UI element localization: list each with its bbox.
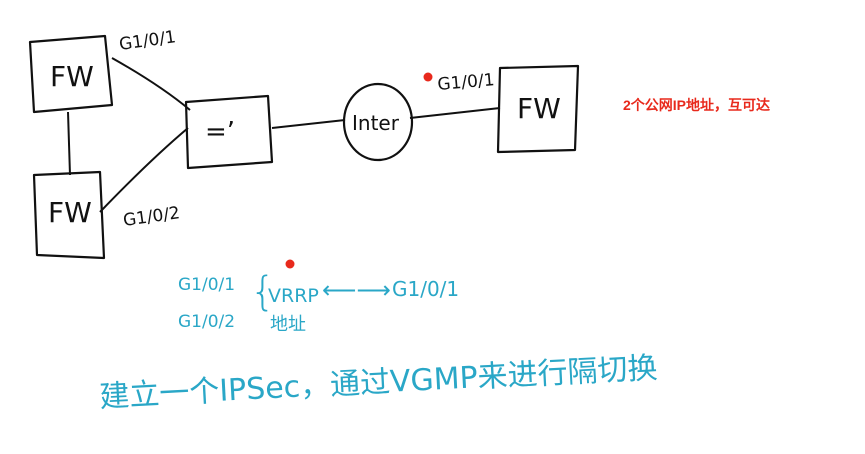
fw-right-label: FW: [517, 92, 561, 125]
internet-label: Inter: [352, 111, 400, 135]
note-vrrp: VRRP: [268, 285, 319, 307]
fw-bottom-left-node: FW: [32, 170, 106, 260]
fw-heartbeat-link: [67, 111, 71, 176]
fw-bottom-left-label: FW: [48, 196, 92, 229]
switch-label: =’: [205, 117, 235, 147]
red-dot-marker: [423, 72, 433, 82]
fw-top-left-node: FW: [28, 34, 114, 114]
note-brace: {: [250, 269, 275, 315]
switch-node: =’: [184, 94, 274, 170]
link-top-fw-switch: [111, 57, 191, 111]
red-dot-marker: [285, 259, 295, 269]
note-line1-right: G1/0/1: [392, 277, 459, 301]
note-line2-left: G1/0/2: [178, 312, 235, 332]
port-label-right: G1/0/1: [437, 70, 496, 95]
internet-node: Inter: [342, 82, 414, 162]
fw-right-node: FW: [496, 64, 580, 154]
note-arrow: ⟵⟶: [322, 276, 391, 304]
fw-top-left-label: FW: [50, 60, 94, 93]
annotation-text: 2个公网IP地址，互可达: [623, 97, 771, 113]
port-label-top-left: G1/0/1: [118, 27, 177, 55]
port-label-bottom-left: G1/0/2: [122, 203, 181, 231]
link-internet-fw-right: [409, 107, 501, 119]
handwritten-notes: G1/0/1 G1/0/2 { VRRP 地址 ⟵⟶ G1/0/1 建立一个IP…: [99, 269, 659, 415]
link-switch-internet: [271, 119, 346, 129]
link-bottom-fw-switch: [99, 127, 189, 213]
note-vrrp-sub: 地址: [270, 314, 306, 335]
note-line1-left: G1/0/1: [178, 275, 235, 295]
note-summary: 建立一个IPSec，通过VGMP来进行隔切换: [99, 351, 659, 415]
